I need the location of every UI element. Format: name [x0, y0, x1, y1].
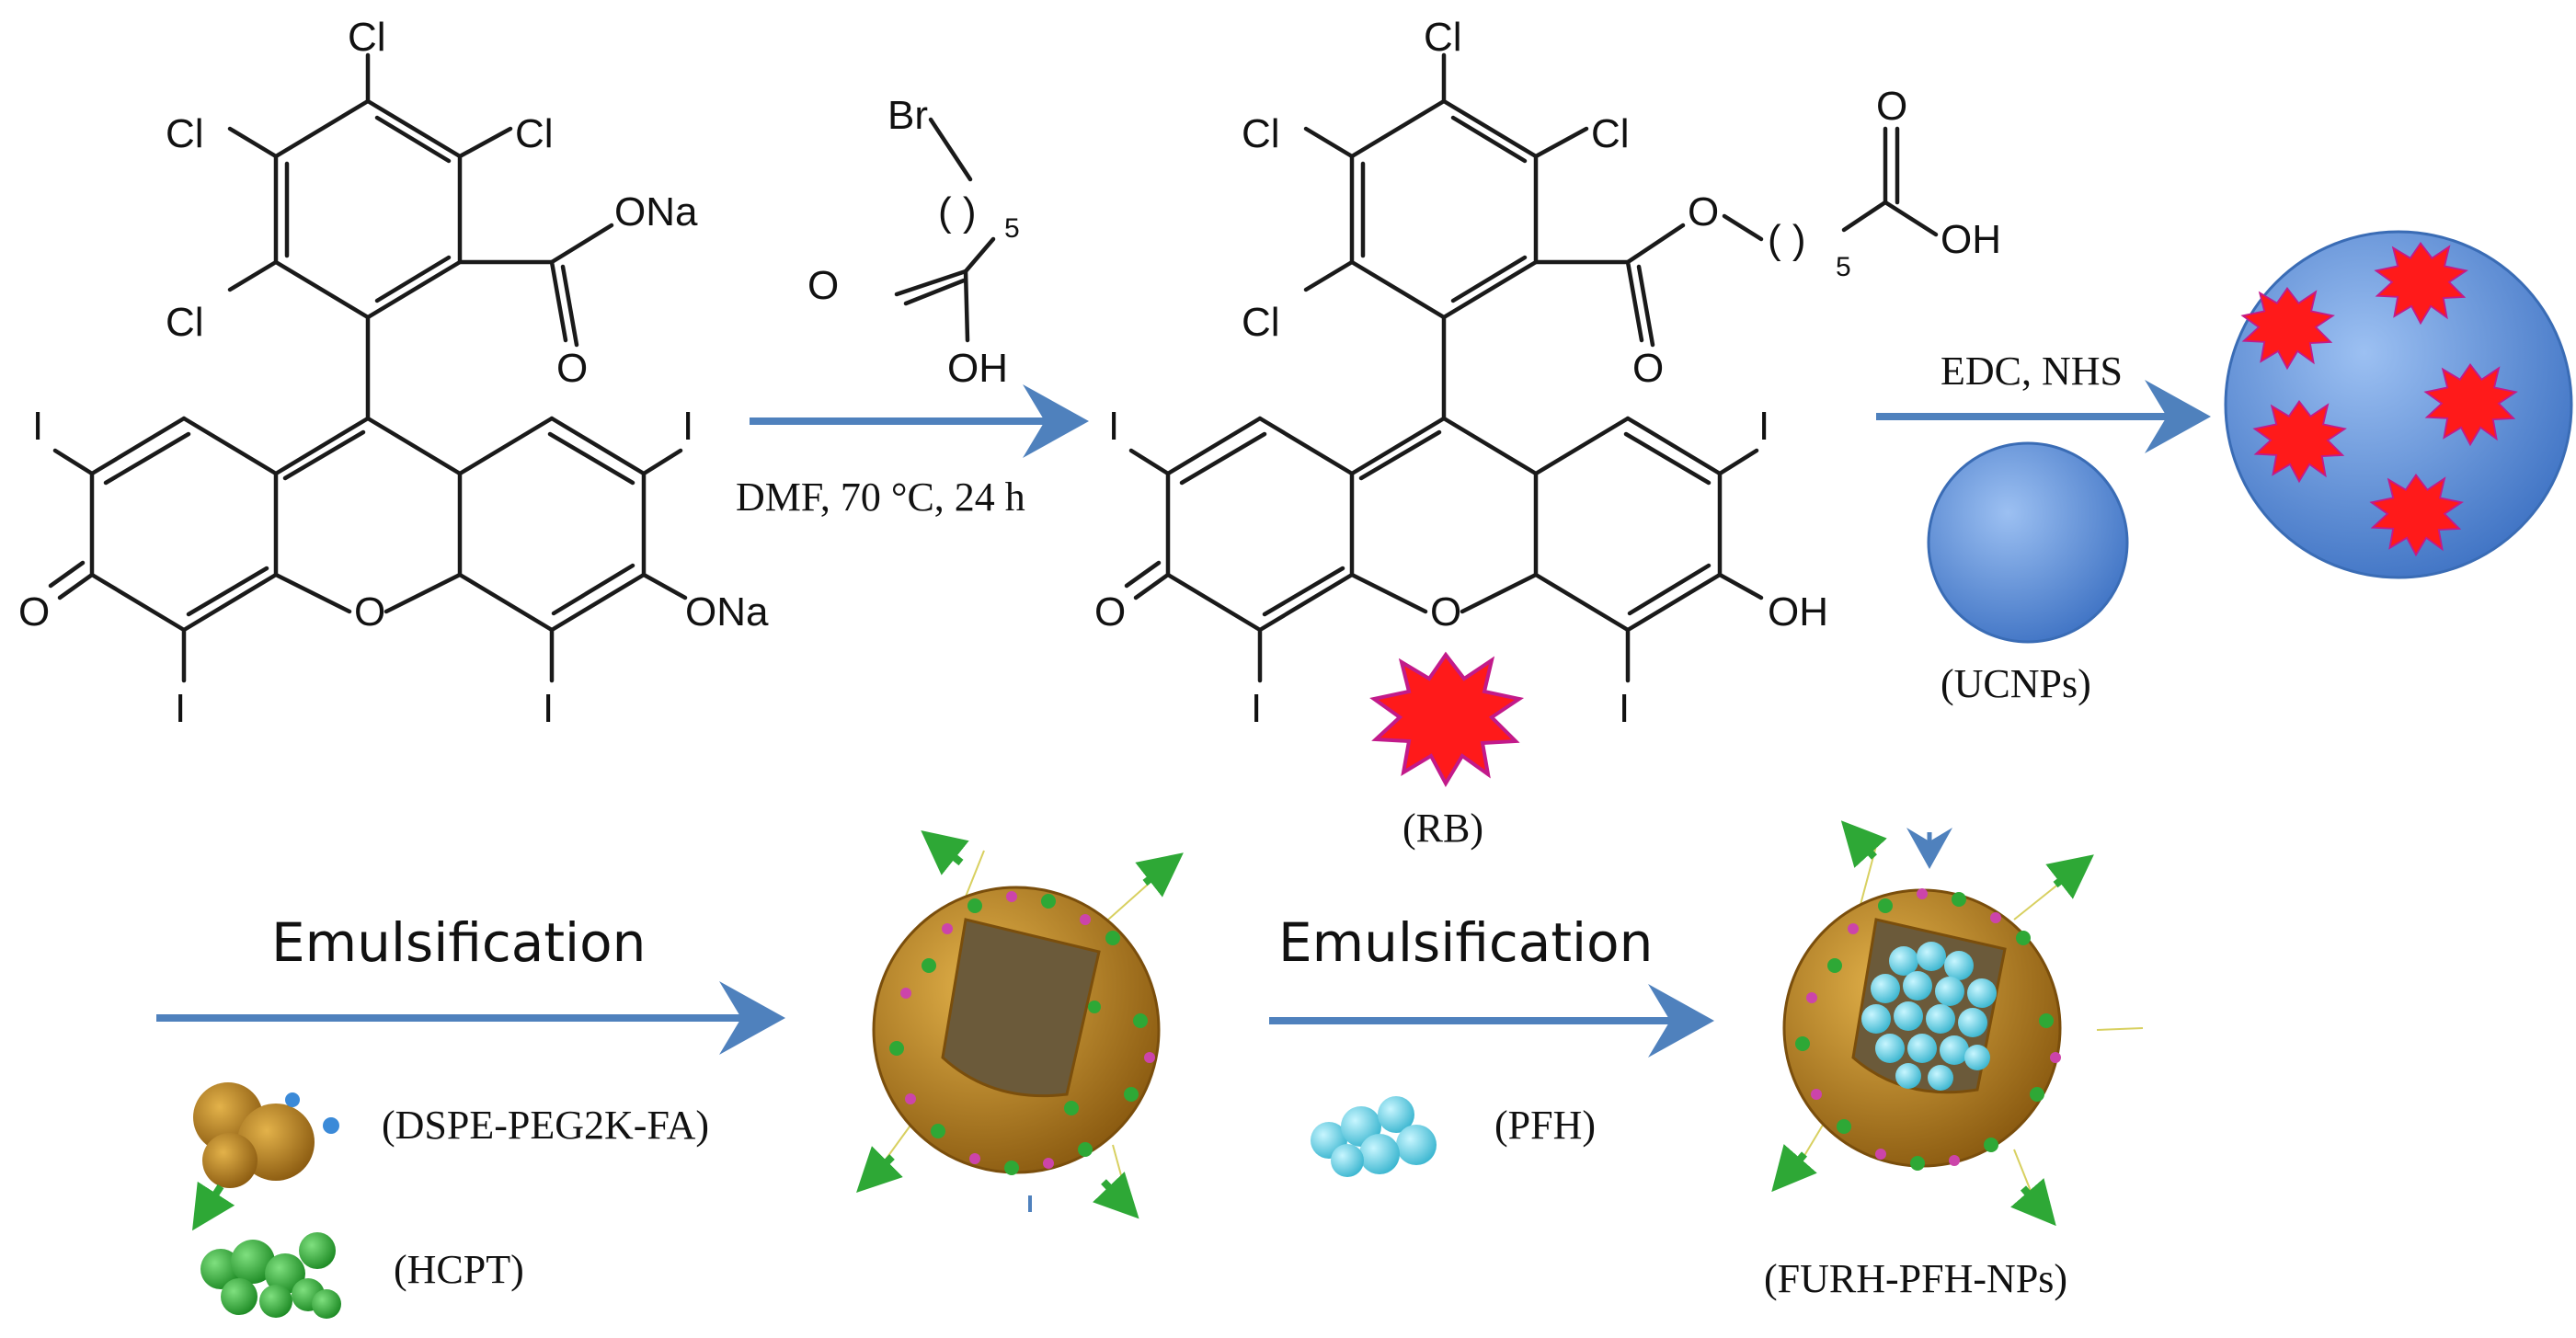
- i-label: I: [175, 686, 186, 731]
- ona-label: ONa: [614, 189, 698, 234]
- br-label: Br: [887, 93, 928, 138]
- o-label: O: [1632, 346, 1664, 391]
- dspe-label: (DSPE-PEG2K-FA): [382, 1103, 709, 1148]
- hcpt-icon: [200, 1232, 341, 1319]
- i-label: I: [543, 686, 554, 731]
- emulsification-label: Emulsification: [271, 911, 646, 974]
- rb-star-icon: [2240, 287, 2335, 371]
- ona-label: ONa: [685, 589, 769, 635]
- i-label: I: [1251, 686, 1262, 731]
- chain-bracket: ( ): [1768, 217, 1806, 262]
- pfh-icon: [1311, 1096, 1437, 1177]
- oh-label: OH: [1768, 589, 1828, 635]
- cl-label: Cl: [166, 111, 204, 156]
- rose-bengal-sodium-salt-structure: Cl Cl Cl Cl ONa O I I O O ONa I I: [18, 15, 769, 731]
- o-label: O: [807, 263, 839, 308]
- cl-label: Cl: [1242, 300, 1280, 345]
- ucnp-rb-conjugate: [2224, 230, 2573, 579]
- o-label: O: [354, 589, 385, 635]
- ucnps-label: (UCNPs): [1941, 661, 2091, 706]
- emulsification-label: Emulsification: [1278, 911, 1653, 974]
- o-label: O: [1094, 589, 1126, 635]
- o-label: O: [1688, 189, 1719, 234]
- hcpt-label: (HCPT): [394, 1247, 524, 1292]
- rb-star-icon: [2423, 363, 2518, 447]
- i-label: I: [682, 404, 693, 449]
- i-label: I: [32, 404, 43, 449]
- oh-label: OH: [947, 346, 1008, 391]
- cl-label: Cl: [1424, 15, 1462, 60]
- chain-subscript: 5: [1836, 252, 1851, 282]
- chain-subscript: 5: [1004, 213, 1020, 244]
- cl-label: Cl: [515, 111, 554, 156]
- rb-label: (RB): [1402, 806, 1483, 851]
- cl-label: Cl: [1591, 111, 1630, 156]
- ucnp-sphere-icon: [1927, 441, 2129, 644]
- pfh-label: (PFH): [1494, 1103, 1596, 1148]
- rb-star-icon: [1369, 651, 1525, 788]
- i-label: I: [1108, 404, 1119, 449]
- o-label: O: [1430, 589, 1461, 635]
- o-label: O: [556, 346, 588, 391]
- bromohexanoic-acid-structure: Br ( ) 5 O OH: [807, 93, 1020, 391]
- i-label: I: [1619, 686, 1630, 731]
- hcpt-loaded-nanoparticle-icon: [856, 830, 1184, 1219]
- cl-label: Cl: [348, 15, 386, 60]
- rb-ester-structure: Cl Cl Cl Cl O ( ) 5 O OH O I I O O OH I …: [1094, 15, 2001, 731]
- cl-label: Cl: [1242, 111, 1280, 156]
- rb-star-icon: [2369, 474, 2464, 557]
- coupling-conditions-label: EDC, NHS: [1941, 349, 2123, 394]
- dspe-peg2k-fa-icon: [192, 1082, 339, 1231]
- chain-bracket: ( ): [938, 189, 977, 234]
- furh-pfh-nps-label: (FURH-PFH-NPs): [1764, 1256, 2067, 1301]
- rb-star-icon: [2252, 400, 2347, 484]
- rb-star-icon: [2374, 242, 2468, 326]
- o-label: O: [18, 589, 50, 635]
- i-label: I: [1758, 404, 1769, 449]
- reaction-conditions-label: DMF, 70 °C, 24 h: [736, 475, 1025, 520]
- furh-pfh-nanoparticle-icon: [1771, 820, 2144, 1227]
- oh-label: OH: [1941, 217, 2001, 262]
- cl-label: Cl: [166, 300, 204, 345]
- o-label: O: [1876, 84, 1907, 129]
